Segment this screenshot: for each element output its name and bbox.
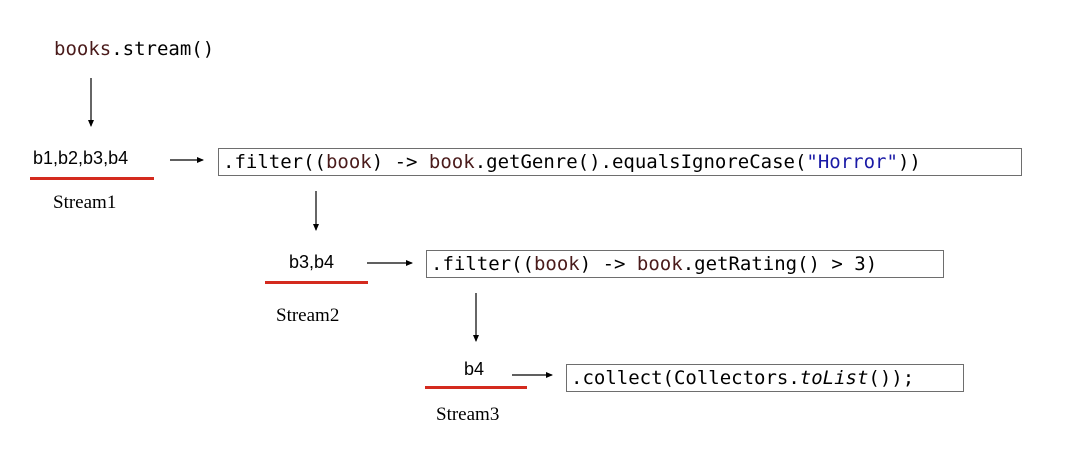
filter-genre-box: .filter((book) -> book.getGenre().equals… [218,148,1022,176]
stream3-elements: b4 [464,359,485,379]
source-dot: . [111,38,123,60]
source-receiver: books [54,38,112,60]
stream3-label: Stream3 [436,404,500,425]
stream2-elements: b3,b4 [289,252,335,272]
horror-literal: "Horror" [806,151,898,173]
stream2-underline [265,281,368,284]
stream1-underline [30,177,154,180]
stream3-underline [425,386,527,389]
stream2-label: Stream2 [276,305,340,326]
collect-box: .collect(Collectors.toList()); [566,364,964,392]
source-method: stream() [122,38,215,60]
stream1-label: Stream1 [53,192,117,213]
stream1-elements: b1,b2,b3,b4 [33,148,129,168]
source-expression: books.stream() [54,38,214,60]
filter-rating-box: .filter((book) -> book.getRating() > 3) [426,250,944,278]
